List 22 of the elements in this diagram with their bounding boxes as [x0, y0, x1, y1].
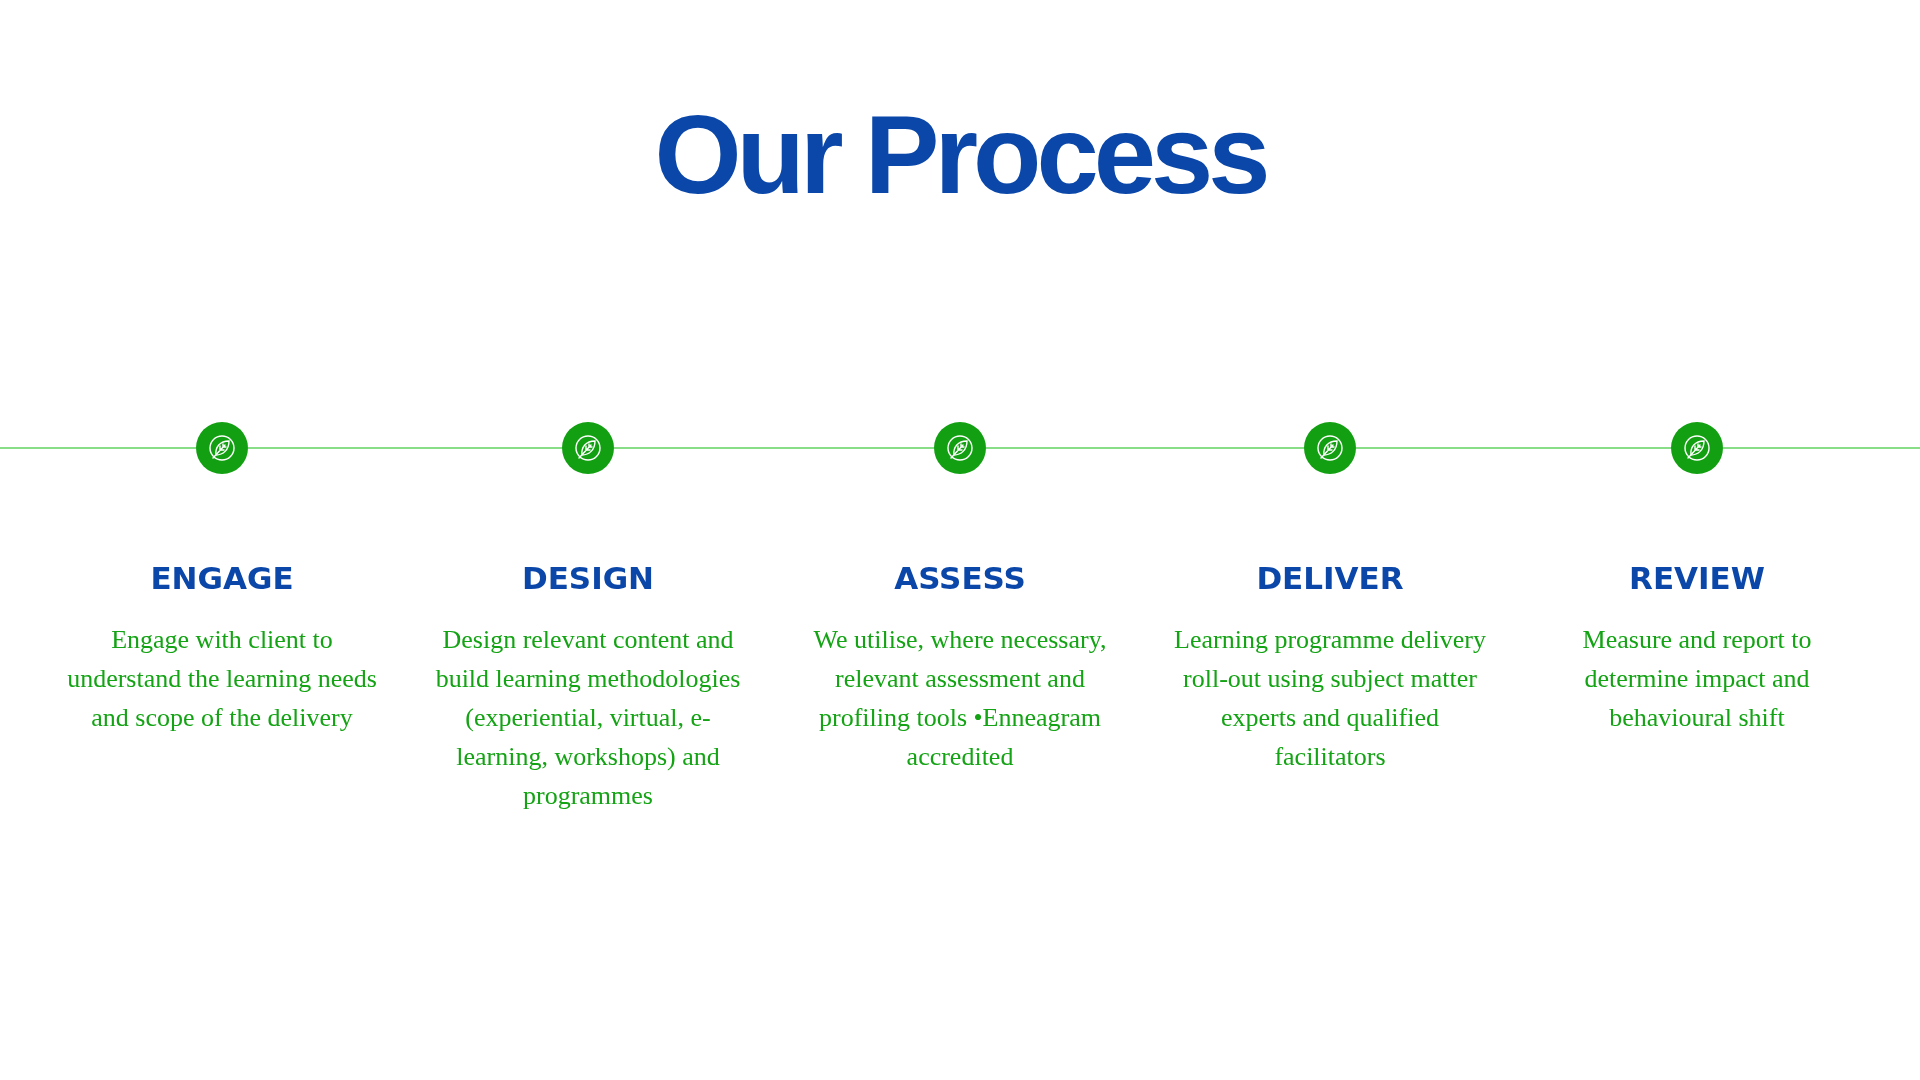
- step-description: Measure and report to determine impact and behavioural shift: [1581, 624, 1813, 734]
- timeline-line: [247, 447, 563, 449]
- timeline-line: [985, 447, 1305, 449]
- step-circle: [1671, 422, 1723, 474]
- step-heading: DELIVER: [1255, 560, 1405, 596]
- timeline-line: [1355, 447, 1672, 449]
- timeline-line: [0, 447, 197, 449]
- step-circle: [934, 422, 986, 474]
- step-circle: [1304, 422, 1356, 474]
- step-description: Learning programme delivery roll-out using subject matter experts and qualified facilitators: [1173, 624, 1487, 773]
- step-heading: ASSESS: [893, 560, 1027, 596]
- title: Our Process: [653, 91, 1267, 219]
- step-description: Design relevant content and build learning methodologies (experiential, virtual, e-learning, workshops) and programmes: [434, 624, 742, 812]
- step-heading: DESIGN: [520, 560, 656, 596]
- timeline-line: [613, 447, 935, 449]
- step-heading: REVIEW: [1628, 560, 1766, 596]
- step-circle: [562, 422, 614, 474]
- step-description: Engage with client to understand the learning needs and scope of the delivery: [66, 624, 378, 734]
- timeline-line: [1722, 447, 1920, 449]
- step-heading: ENGAGE: [149, 560, 295, 596]
- step-description: We utilise, where necessary, relevant assessment and profiling tools •Enneagram accredited: [812, 624, 1108, 773]
- step-circle: [196, 422, 248, 474]
